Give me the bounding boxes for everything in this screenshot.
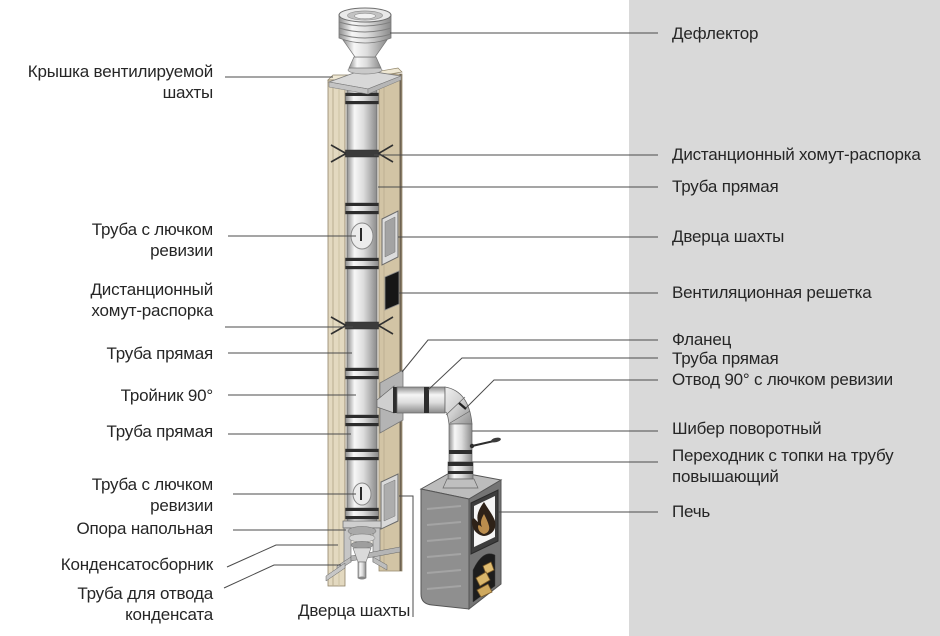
label-deflector: Дефлектор — [672, 24, 759, 43]
ventilation-grille — [384, 270, 400, 311]
floor-support — [325, 520, 401, 582]
leader-lines — [223, 32, 658, 617]
shaft-door-lower — [380, 473, 399, 530]
label-stove: Печь — [672, 502, 711, 521]
shaft-cap-plate — [327, 69, 403, 95]
label-pipe-revision-hatch-upper: Труба с лючком ревизии — [91, 220, 213, 260]
shaft-door-upper — [381, 210, 399, 266]
label-tee-90: Тройник 90° — [120, 386, 214, 405]
leader-condensate-collector — [226, 544, 338, 568]
stove-firewood-compartment — [472, 553, 496, 603]
label-ventilation-grille: Вентиляционная решетка — [672, 283, 872, 302]
raising-adapter-pipe — [442, 461, 479, 489]
condensate-drain-pipe — [357, 561, 367, 580]
stove-side-ridges — [426, 505, 462, 590]
leader-shaft-door-lower — [399, 495, 414, 617]
leader-straight-pipe-right-2 — [427, 357, 658, 391]
label-condensate-collector: Конденсатосборник — [60, 555, 213, 574]
label-straight-pipe-right-1: Труба прямая — [672, 177, 779, 196]
label-pipe-revision-hatch-lower: Труба с лючком ревизии — [91, 475, 213, 515]
label-flange: Фланец — [672, 330, 732, 349]
horizontal-straight-pipe — [396, 386, 446, 414]
label-rotary-damper: Шибер поворотный — [672, 419, 822, 438]
label-elbow-90-revision: Отвод 90° с лючком ревизии — [672, 370, 893, 389]
right-background-panel — [629, 0, 940, 636]
descending-pipe-with-damper — [448, 423, 501, 463]
label-straight-pipe-left-1: Труба прямая — [106, 344, 213, 363]
stove-fire-window — [470, 489, 499, 555]
label-distance-clamp-left: Дистанционный хомут-распорка — [90, 280, 213, 320]
label-floor-support: Опора напольная — [76, 519, 214, 538]
condensate-collector — [347, 526, 377, 563]
leader-elbow-90 — [465, 379, 658, 409]
leader-flange — [401, 339, 658, 373]
rotary-damper-handle — [469, 437, 501, 449]
label-distance-clamp-right: Дистанционный хомут-распорка — [672, 145, 921, 164]
stove — [419, 470, 503, 611]
label-raising-adapter: Переходник с топки на трубу повышающий — [672, 446, 894, 486]
label-straight-pipe-right-2: Труба прямая — [672, 349, 779, 368]
spacer-clamp-upper — [330, 144, 394, 163]
label-shaft-door-upper: Дверца шахты — [672, 227, 785, 246]
pipe-joints — [345, 92, 379, 520]
label-condensate-drain-pipe: Труба для отвода конденсата — [77, 584, 213, 624]
label-ventilated-shaft-cap: Крышка вентилируемой шахты — [27, 62, 213, 102]
revision-hatch-lower — [352, 482, 372, 506]
spacer-clamp-lower — [330, 316, 394, 335]
label-shaft-door-lower: Дверца шахты — [298, 601, 411, 620]
tee-90-branch — [376, 385, 397, 414]
leader-condensate-drain — [223, 564, 341, 589]
label-straight-pipe-left-2: Труба прямая — [106, 422, 213, 441]
deflector — [338, 7, 392, 75]
